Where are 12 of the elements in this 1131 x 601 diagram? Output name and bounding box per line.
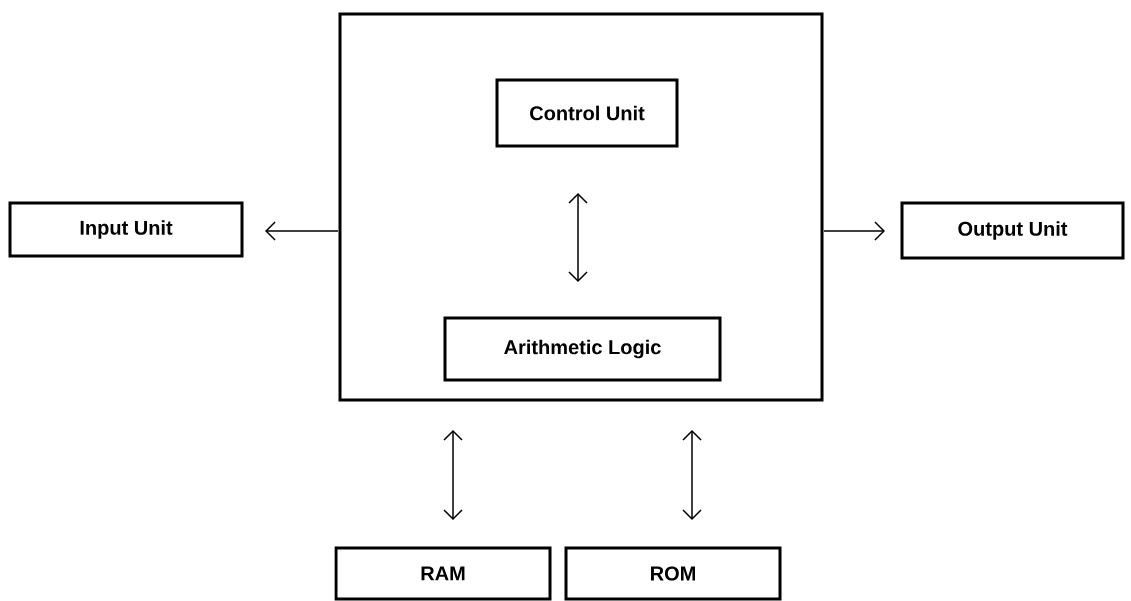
processor-box: [338, 12, 824, 402]
unit-box: Arithmetic Logic: [443, 316, 722, 382]
arrow: [265, 221, 339, 241]
unit-box: ROM: [564, 546, 782, 601]
arrow: [682, 430, 702, 520]
unit-box: Output Unit: [900, 201, 1125, 260]
arrow: [568, 193, 588, 282]
unit-box: Control Unit: [495, 78, 679, 148]
unit-box: Input Unit: [8, 201, 244, 258]
arrow: [823, 221, 885, 241]
unit-box: RAM: [334, 546, 552, 601]
arrow: [443, 430, 463, 520]
